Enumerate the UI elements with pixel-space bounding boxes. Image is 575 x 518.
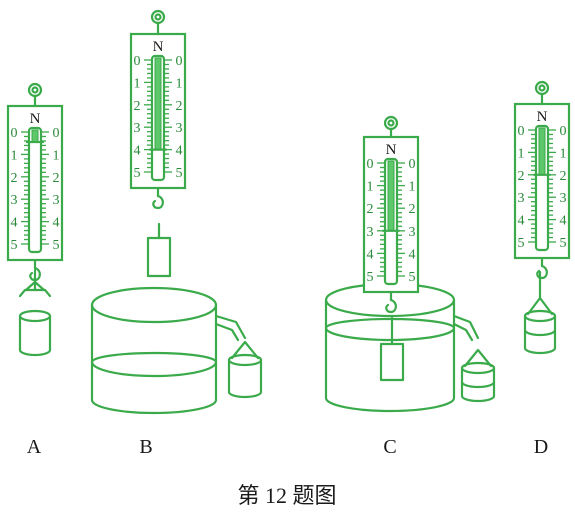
- scale-spring-bar: [387, 160, 395, 232]
- scale-mark-right: 2: [53, 171, 60, 186]
- scale-spring-bar: [154, 57, 162, 151]
- panel-label-c: C: [383, 436, 396, 458]
- scale-mark-right: 3: [176, 121, 183, 136]
- container-b: [90, 286, 247, 415]
- scale-mark-left: 1: [518, 146, 525, 161]
- scale-mark-right: 5: [176, 166, 183, 181]
- scale-mark-left: 0: [367, 157, 374, 172]
- scale-mark-left: 1: [11, 148, 18, 163]
- scale-mark-right: 0: [176, 54, 183, 69]
- scale-mark-left: 5: [518, 236, 525, 251]
- scale-mark-right: 3: [409, 225, 416, 240]
- cup-d: [523, 270, 557, 355]
- scale-unit-label: N: [386, 142, 397, 158]
- scale-mark-left: 1: [134, 76, 141, 91]
- scale-mark-right: 4: [560, 214, 567, 229]
- scale-mark-left: 2: [134, 99, 141, 114]
- scale-mark-right: 1: [176, 76, 183, 91]
- scale-mark-left: 2: [518, 169, 525, 184]
- scale-spring-bar: [31, 129, 39, 143]
- scale-mark-left: 3: [134, 121, 141, 136]
- scale-mark-right: 1: [409, 180, 416, 195]
- spring-scale-a: N0 0 1 1 2 2 3 3 4 4 5 5: [6, 82, 64, 282]
- scale-mark-left: 4: [518, 214, 525, 229]
- scale-ring: [27, 82, 43, 98]
- scale-mark-right: 2: [560, 169, 567, 184]
- spring-scale-c: N0 0 1 1 2 2 3 3 4 4 5 5: [362, 115, 420, 314]
- scale-mark-left: 3: [518, 191, 525, 206]
- scale-mark-right: 5: [53, 238, 60, 253]
- scale-mark-left: 0: [11, 126, 18, 141]
- scale-mark-right: 1: [53, 148, 60, 163]
- scale-mark-right: 5: [409, 270, 416, 285]
- scale-spring-bar: [538, 127, 546, 176]
- scale-mark-left: 2: [367, 202, 374, 217]
- figure-caption: 第 12 题图: [237, 483, 336, 508]
- scale-mark-left: 2: [11, 171, 18, 186]
- scale-mark-right: 3: [53, 193, 60, 208]
- scale-mark-left: 5: [11, 238, 18, 253]
- scale-mark-right: 5: [560, 236, 567, 251]
- scale-mark-left: 1: [367, 180, 374, 195]
- scale-mark-right: 1: [560, 146, 567, 161]
- scale-ring: [150, 9, 166, 25]
- scale-ring: [534, 80, 550, 96]
- panel-label-d: D: [534, 436, 548, 458]
- scale-mark-left: 0: [518, 124, 525, 139]
- scale-unit-label: N: [30, 111, 41, 127]
- scale-mark-left: 4: [134, 144, 141, 159]
- cup-a: [18, 268, 52, 357]
- scale-mark-right: 4: [53, 216, 60, 231]
- panel-label-b: B: [139, 436, 152, 458]
- block-b: [146, 222, 172, 278]
- spring-scale-d: N0 0 1 1 2 2 3 3 4 4 5 5: [513, 80, 571, 280]
- scale-mark-left: 4: [367, 247, 374, 262]
- scale-mark-right: 0: [560, 124, 567, 139]
- scale-unit-label: N: [537, 109, 548, 125]
- scale-mark-left: 4: [11, 216, 18, 231]
- scale-mark-left: 5: [367, 270, 374, 285]
- scale-mark-left: 0: [134, 54, 141, 69]
- spring-scale-b: N0 0 1 1 2 2 3 3 4 4 5 5: [129, 9, 187, 210]
- scale-mark-right: 0: [53, 126, 60, 141]
- scale-mark-left: 3: [11, 193, 18, 208]
- scale-ring: [383, 115, 399, 131]
- scale-mark-left: 3: [367, 225, 374, 240]
- overflow-cup-b: [227, 340, 263, 399]
- scale-mark-right: 4: [176, 144, 183, 159]
- scale-mark-right: 3: [560, 191, 567, 206]
- overflow-cup-c: [460, 348, 496, 403]
- scale-mark-left: 5: [134, 166, 141, 181]
- scale-mark-right: 2: [409, 202, 416, 217]
- scale-unit-label: N: [153, 39, 164, 55]
- scale-mark-right: 2: [176, 99, 183, 114]
- scale-mark-right: 4: [409, 247, 416, 262]
- panel-label-a: A: [27, 436, 42, 458]
- block-c: [379, 316, 405, 382]
- scale-mark-right: 0: [409, 157, 416, 172]
